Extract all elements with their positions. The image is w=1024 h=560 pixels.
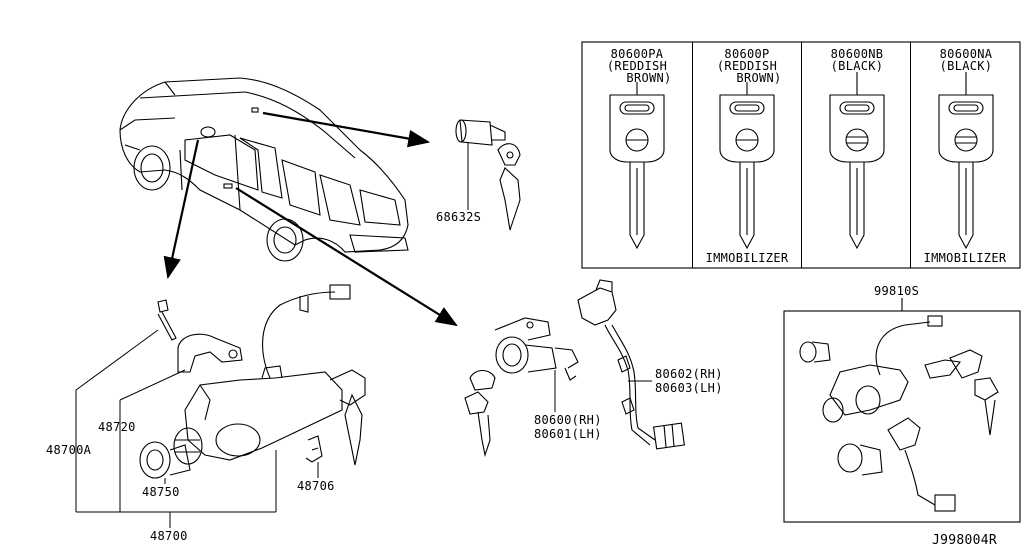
part-label-80602: 80602(RH): [655, 367, 723, 381]
callout-brackets: [75, 329, 319, 528]
key-note-label: IMMOBILIZER: [705, 251, 789, 265]
leader-arrows: [163, 111, 458, 327]
kit-box: [783, 298, 1021, 523]
part-label-68632S: 68632S: [436, 210, 482, 224]
part-label-80603: 80603(LH): [655, 381, 723, 395]
kit-parts: [799, 315, 999, 512]
key-code-label: 80600PA: [610, 47, 664, 61]
part-label-48750: 48750: [142, 485, 180, 499]
key-drawings: [609, 72, 994, 250]
harness-leaders: [554, 370, 652, 412]
key-code-label: 80600NA: [939, 47, 993, 61]
key-table-divider: [692, 42, 693, 268]
part-label-48700A: 48700A: [46, 443, 92, 457]
part-label-48720: 48720: [98, 420, 136, 434]
part-label-99810S: 99810S: [874, 284, 920, 298]
ignition-switch-assembly: [139, 284, 366, 479]
key-desc-label: (REDDISH: [606, 59, 668, 73]
key-desc-label: (BLACK): [830, 59, 884, 73]
key-desc-label: (REDDISH: [716, 59, 778, 73]
key-table-divider: [801, 42, 802, 268]
key-code-label: 80600P: [724, 47, 770, 61]
part-label-80601: 80601(LH): [534, 427, 602, 441]
key-desc-label: (BLACK): [939, 59, 993, 73]
key-desc-label: BROWN): [626, 71, 672, 85]
door-lock-assembly: [464, 279, 686, 458]
part-label-80600: 80600(RH): [534, 413, 602, 427]
diagram-id: J998004R: [932, 533, 998, 548]
key-desc-label: BROWN): [736, 71, 782, 85]
part-label-48700: 48700: [150, 529, 188, 543]
key-code-label: 80600NB: [830, 47, 884, 61]
part-label-48706: 48706: [297, 479, 335, 493]
door-lock-cylinder: [455, 119, 521, 231]
vehicle-illustration: [119, 77, 409, 262]
key-note-label: IMMOBILIZER: [923, 251, 1007, 265]
key-table-divider: [910, 42, 911, 268]
